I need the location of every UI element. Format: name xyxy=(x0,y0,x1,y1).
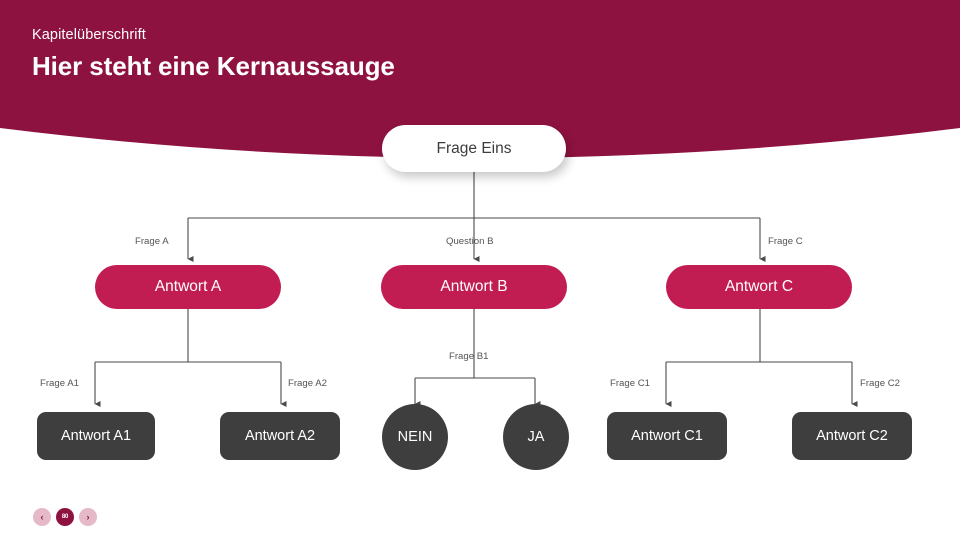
node-antwort-c[interactable]: Antwort C xyxy=(666,265,852,309)
node-antwort-c1[interactable]: Antwort C1 xyxy=(607,412,727,460)
page-title: Hier steht eine Kernaussauge xyxy=(32,51,395,81)
edge-label-frage-c: Frage C xyxy=(768,236,803,247)
node-label: JA xyxy=(527,429,545,445)
node-label: Antwort C xyxy=(724,278,794,295)
node-label: Antwort C2 xyxy=(816,428,888,444)
next-page-button[interactable]: › xyxy=(79,508,97,526)
prev-page-button[interactable]: ‹ xyxy=(33,508,51,526)
node-antwort-a1[interactable]: Antwort A1 xyxy=(37,412,155,460)
page-number: 80 xyxy=(61,514,69,520)
edge-label-frage-a: Frage A xyxy=(135,236,169,247)
header-text-block: Kapitelüberschrift Hier steht eine Kerna… xyxy=(32,26,632,82)
node-ja[interactable]: JA xyxy=(503,404,569,470)
node-label: Antwort B xyxy=(440,278,508,295)
node-label: Frage Eins xyxy=(436,139,512,157)
pagination-controls: ‹ 80 › xyxy=(33,508,97,526)
edge-label-frage-a1: Frage A1 xyxy=(40,378,79,389)
node-antwort-b[interactable]: Antwort B xyxy=(381,265,567,309)
chevron-left-icon: ‹ xyxy=(40,511,44,522)
chevron-right-icon: › xyxy=(86,511,90,522)
node-antwort-c2[interactable]: Antwort C2 xyxy=(792,412,912,460)
chapter-kicker: Kapitelüberschrift xyxy=(32,27,146,43)
node-frage-eins[interactable]: Frage Eins xyxy=(382,125,566,172)
edge-label-question-b: Question B xyxy=(446,236,494,247)
node-antwort-a2[interactable]: Antwort A2 xyxy=(220,412,340,460)
node-label: Antwort A1 xyxy=(60,428,132,444)
edge-label-frage-c2: Frage C2 xyxy=(860,378,900,389)
edge-label-frage-a2: Frage A2 xyxy=(288,378,327,389)
edge-label-frage-b1: Frage B1 xyxy=(449,351,489,362)
node-label: Antwort A2 xyxy=(244,428,316,444)
node-nein[interactable]: NEIN xyxy=(382,404,448,470)
node-label: NEIN xyxy=(397,429,433,445)
node-antwort-a[interactable]: Antwort A xyxy=(95,265,281,309)
current-page-indicator[interactable]: 80 xyxy=(56,508,74,526)
node-label: Antwort C1 xyxy=(631,428,703,444)
node-label: Antwort A xyxy=(154,278,222,295)
edge-label-frage-c1: Frage C1 xyxy=(610,378,650,389)
